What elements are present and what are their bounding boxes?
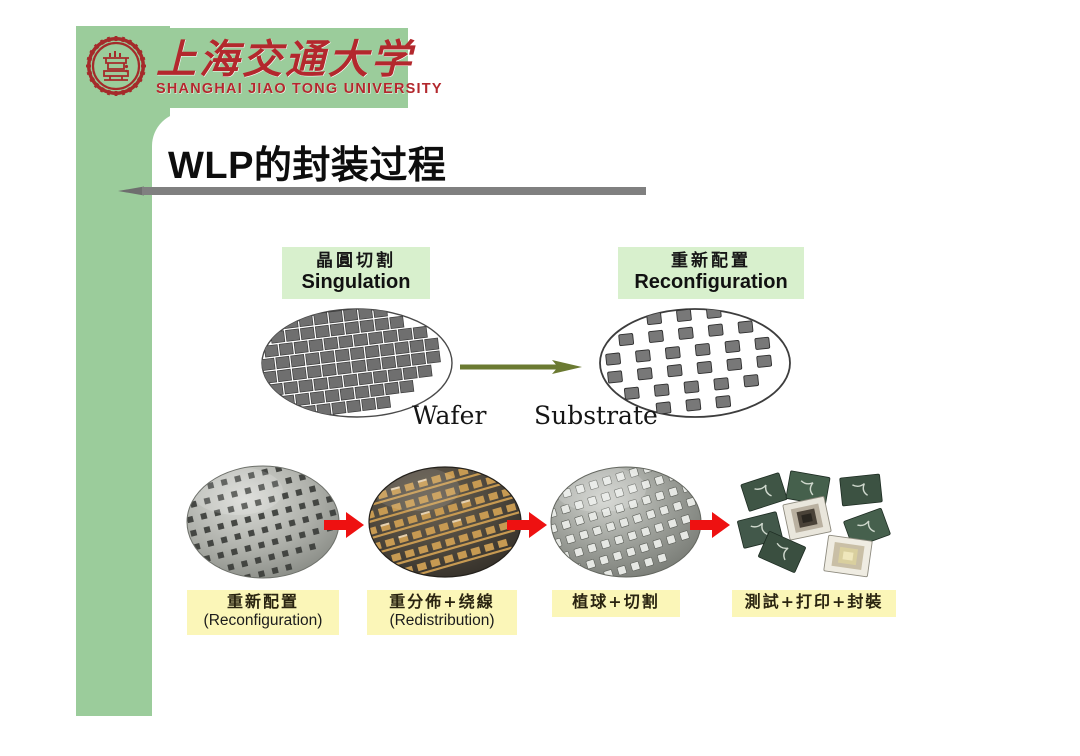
title-underline-rule [118, 186, 646, 196]
wafer-gray-holes-photo [186, 465, 340, 579]
wafer-line-art [261, 308, 453, 418]
caption-step-1: 重新配置 (Reconfiguration) [187, 590, 339, 636]
caption-step-1-cn: 重新配置 [226, 592, 299, 611]
logo-text: 上海交通大学 SHANGHAI JIAO TONG UNIVERSITY [156, 35, 443, 98]
caption-step-4-cn: 測試+打印+封裝 [744, 592, 884, 611]
logo-english-name: SHANGHAI JIAO TONG UNIVERSITY [156, 80, 443, 97]
wlp-process-diagram: 晶圓切割 Singulation 重新配置 Reconfiguration [152, 215, 1032, 665]
caption-singulation-en: Singulation [301, 271, 411, 294]
university-logo: 上海交通大学 SHANGHAI JIAO TONG UNIVERSITY [78, 28, 442, 108]
red-arrow-icon-3 [690, 512, 730, 538]
red-arrow-icon-2 [507, 512, 547, 538]
red-arrow-icon-1 [324, 512, 364, 538]
substrate-line-art [599, 308, 791, 418]
caption-singulation: 晶圓切割 Singulation [282, 247, 430, 300]
wafer-copper-rdl-photo [368, 466, 522, 578]
label-wafer: Wafer [412, 401, 487, 430]
caption-reconfiguration-cn: 重新配置 [671, 251, 751, 270]
sjtu-seal-icon [86, 36, 150, 100]
page-title: WLP的封装过程 [168, 145, 447, 187]
caption-step-3-cn: 植球+切割 [572, 592, 660, 611]
caption-step-3: 植球+切割 [552, 590, 680, 617]
caption-reconfiguration: 重新配置 Reconfiguration [618, 247, 804, 300]
logo-chinese-name: 上海交通大学 [156, 35, 414, 83]
process-arrow-icon [460, 360, 582, 374]
caption-step-1-en: (Reconfiguration) [203, 611, 323, 629]
diced-chips-photo [737, 470, 891, 578]
caption-step-2-en: (Redistribution) [389, 611, 495, 629]
caption-reconfiguration-en: Reconfiguration [634, 271, 788, 294]
caption-step-4: 測試+打印+封裝 [732, 590, 896, 617]
caption-step-2-cn: 重分佈+绕線 [389, 592, 495, 611]
caption-singulation-cn: 晶圓切割 [316, 251, 396, 270]
label-substrate: Substrate [534, 401, 658, 430]
caption-step-2: 重分佈+绕線 (Redistribution) [367, 590, 517, 636]
wafer-bumped-photo [550, 466, 702, 578]
